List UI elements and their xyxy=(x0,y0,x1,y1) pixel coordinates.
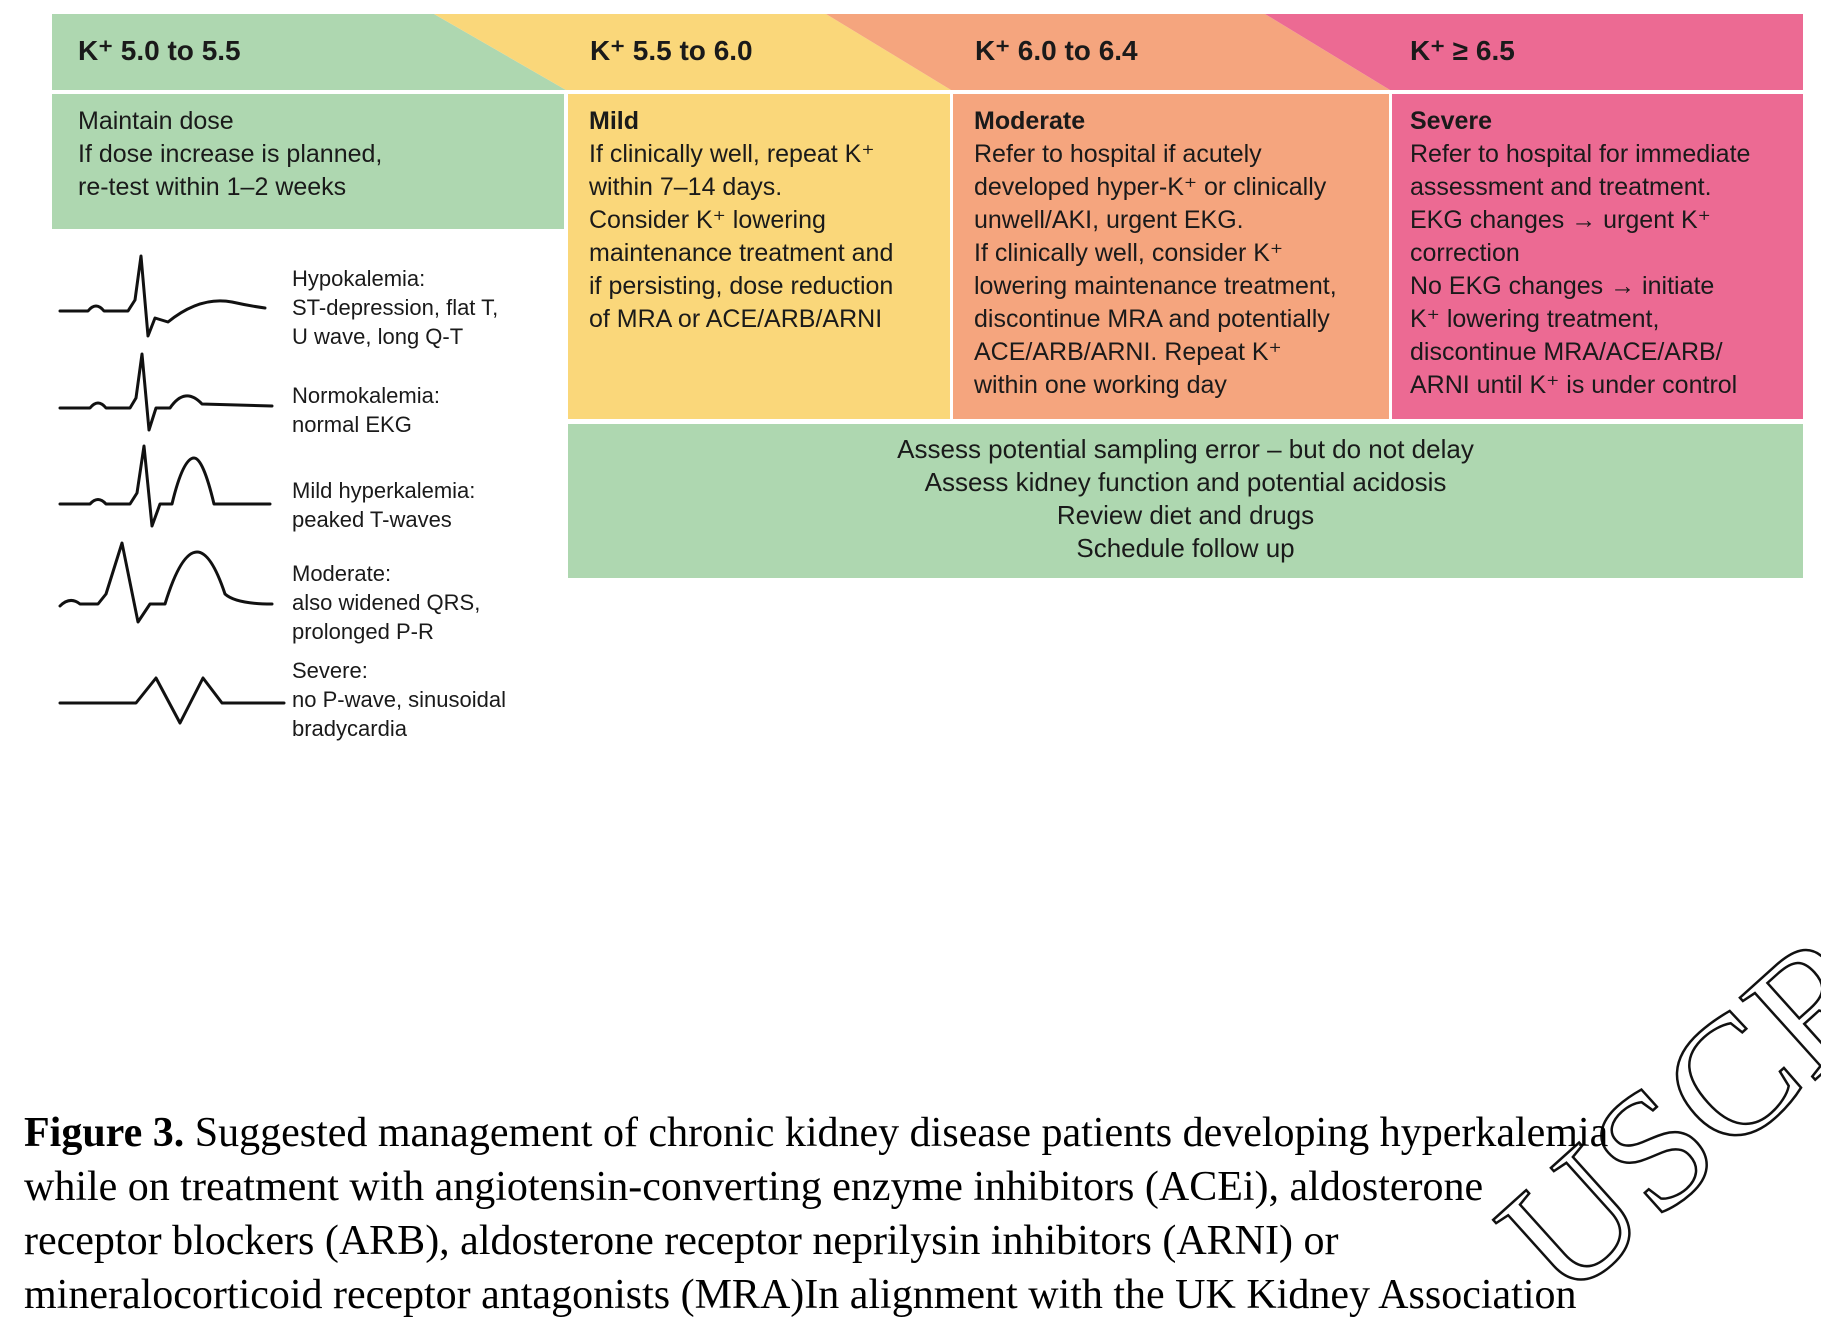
ekg-label-moderate: Moderate: also widened QRS, prolonged P-… xyxy=(292,559,480,646)
assess-line: Assess potential sampling error – but do… xyxy=(897,434,1474,464)
caption-line: mineralocorticoid receptor antagonists (… xyxy=(24,1272,1577,1318)
caption-line: Figure 3. Suggested management of chroni… xyxy=(24,1106,1814,1160)
assess-line: Schedule follow up xyxy=(1076,533,1295,563)
ekg-label-line: Hypokalemia: xyxy=(292,266,426,291)
header-band-orange xyxy=(826,14,1390,90)
cell-line: Consider K⁺ lowering xyxy=(589,206,826,234)
ekg-label-line: prolonged P-R xyxy=(292,619,434,644)
ekg-label-line: also widened QRS, xyxy=(292,590,481,615)
cell-line: developed hyper-K⁺ or clinically xyxy=(974,173,1327,201)
ekg-label-line: U wave, long Q-T xyxy=(292,324,464,349)
cell-line: Refer to hospital for immediate xyxy=(1410,140,1751,168)
ekg-label-line: Normokalemia: xyxy=(292,383,440,408)
header-band-green xyxy=(52,14,566,90)
cell-bg-yellow xyxy=(568,94,950,419)
cell-line: Refer to hospital if acutely xyxy=(974,140,1262,168)
cell-line: discontinue MRA and potentially xyxy=(974,305,1330,333)
cell-line: within one working day xyxy=(974,371,1227,399)
header-band-pink xyxy=(1265,14,1803,90)
cell-line: correction xyxy=(1410,239,1520,267)
cell-bg-orange xyxy=(953,94,1389,419)
assess-line: Assess kidney function and potential aci… xyxy=(924,467,1447,497)
ekg-trace-mild-hyperkalemia xyxy=(58,444,272,528)
ekg-label-line: bradycardia xyxy=(292,716,407,741)
cell-severe: Severe Refer to hospital for immediate a… xyxy=(1410,105,1750,402)
ekg-label-line: peaked T-waves xyxy=(292,507,452,532)
ekg-trace-severe xyxy=(58,676,286,725)
cell-mild: Mild If clinically well, repeat K⁺ withi… xyxy=(589,105,893,336)
cell-line: of MRA or ACE/ARB/ARNI xyxy=(589,305,883,333)
ekg-label-normokalemia: Normokalemia: normal EKG xyxy=(292,381,440,439)
cell-bg-green xyxy=(52,94,564,229)
cell-line: re-test within 1–2 weeks xyxy=(78,173,347,201)
ekg-label-line: Mild hyperkalemia: xyxy=(292,478,476,503)
ekg-label-hypokalemia: Hypokalemia: ST-depression, flat T, U wa… xyxy=(292,264,498,351)
ekg-label-line: ST-depression, flat T, xyxy=(292,295,499,320)
cell-line: EKG changes → urgent K⁺ xyxy=(1410,206,1711,234)
header-k-6-5-plus: K⁺ ≥ 6.5 xyxy=(1410,35,1515,66)
cell-line: No EKG changes → initiate xyxy=(1410,272,1715,300)
caption-label: Figure 3. xyxy=(24,1110,185,1156)
cell-line: If dose increase is planned, xyxy=(78,140,383,168)
caption-text: Suggested management of chronic kidney d… xyxy=(184,1110,1609,1156)
cell-line: If clinically well, repeat K⁺ xyxy=(589,140,875,168)
cell-bg-pink xyxy=(1392,94,1803,419)
ekg-trace-normokalemia xyxy=(58,352,274,432)
cell-moderate: Moderate Refer to hospital if acutely de… xyxy=(974,105,1337,402)
ekg-label-severe: Severe: no P-wave, sinusoidal bradycardi… xyxy=(292,656,506,743)
assess-bg xyxy=(568,424,1803,578)
ekg-label-line: Moderate: xyxy=(292,561,392,586)
cell-line: K⁺ lowering treatment, xyxy=(1410,305,1660,333)
ekg-trace-moderate xyxy=(58,541,274,624)
cell-line: ACE/ARB/ARNI. Repeat K⁺ xyxy=(974,338,1282,366)
cell-line: If clinically well, consider K⁺ xyxy=(974,239,1284,267)
cell-line: lowering maintenance treatment, xyxy=(974,272,1337,300)
ekg-label-line: Severe: xyxy=(292,658,368,683)
header-k-5-5-to-6-0: K⁺ 5.5 to 6.0 xyxy=(590,35,753,66)
cell-k-5-0-to-5-5: Maintain dose If dose increase is planne… xyxy=(78,105,382,204)
cell-line: discontinue MRA/ACE/ARB/ xyxy=(1410,338,1723,366)
cell-line: unwell/AKI, urgent EKG. xyxy=(974,206,1244,234)
caption-line: receptor blockers (ARB), aldosterone rec… xyxy=(24,1218,1339,1264)
caption-line: while on treatment with angiotensin-conv… xyxy=(24,1164,1484,1210)
ekg-label-mild-hyperkalemia: Mild hyperkalemia: peaked T-waves xyxy=(292,476,475,534)
header-band-yellow xyxy=(434,14,951,90)
cell-line: Maintain dose xyxy=(78,107,234,135)
header-k-6-0-to-6-4: K⁺ 6.0 to 6.4 xyxy=(975,35,1138,66)
cell-title-moderate: Moderate xyxy=(974,107,1086,135)
cell-title-mild: Mild xyxy=(589,107,639,135)
figure-caption: Figure 3. Suggested management of chroni… xyxy=(24,1106,1814,1322)
assess-line: Review diet and drugs xyxy=(1056,500,1315,530)
ekg-label-line: normal EKG xyxy=(292,412,412,437)
cell-line: ARNI until K⁺ is under control xyxy=(1410,371,1738,399)
cell-line: within 7–14 days. xyxy=(589,173,783,201)
cell-line: if persisting, dose reduction xyxy=(589,272,894,300)
cell-line: assessment and treatment. xyxy=(1410,173,1712,201)
assessment-box: Assess potential sampling error – but do… xyxy=(568,433,1803,565)
cell-title-severe: Severe xyxy=(1410,107,1493,135)
ekg-label-line: no P-wave, sinusoidal xyxy=(292,687,507,712)
header-k-5-0-to-5-5: K⁺ 5.0 to 5.5 xyxy=(78,35,241,66)
cell-line: maintenance treatment and xyxy=(589,239,894,267)
ekg-trace-hypokalemia xyxy=(58,254,267,338)
